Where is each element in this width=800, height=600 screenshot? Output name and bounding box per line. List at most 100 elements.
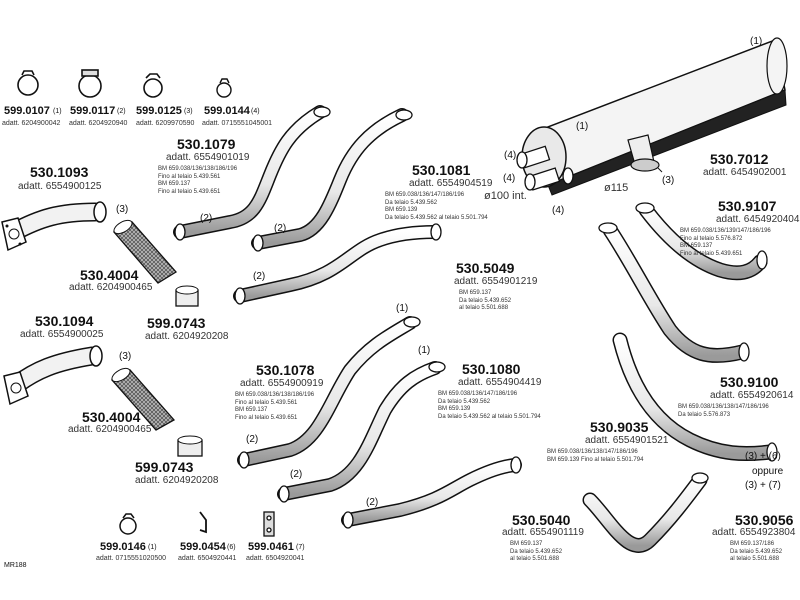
part-notes: BM 659.038/136/139/147/186/196 Fino al t… xyxy=(680,228,771,257)
part-adatt: adatt. 6204920208 xyxy=(135,475,219,486)
part-notes: BM 659.038/136/138/186/196 Fino al telai… xyxy=(158,166,238,195)
part-adatt: adatt. 6454902001 xyxy=(703,167,787,178)
part-code: 530.5040 xyxy=(512,512,571,528)
pipe-530-9107-upper xyxy=(638,202,768,281)
part-code: 530.4004 xyxy=(82,409,141,425)
part-adatt: adatt. 6204920208 xyxy=(145,331,229,342)
clamp-599-0146-icon xyxy=(119,513,137,535)
part-code: 599.0743 xyxy=(147,315,206,331)
clamp-small-icon xyxy=(216,78,232,98)
part-qty: (1) xyxy=(53,108,62,115)
part-adatt: adatt. 6554901019 xyxy=(166,152,250,163)
part-adatt: adatt. 6204920940 xyxy=(69,120,128,127)
diameter-label: ø115 xyxy=(604,182,629,194)
part-notes: BM 659.137/186 Da telaio 5.439.652 al te… xyxy=(730,541,783,562)
callout-qty: (4) xyxy=(503,173,516,184)
combo-note: oppure xyxy=(752,466,784,477)
pipe-530-1078 xyxy=(237,316,417,467)
part-qty: (2) xyxy=(117,108,126,115)
part-adatt: adatt. 0715551020500 xyxy=(96,555,167,562)
callout-qty: (2) xyxy=(246,434,259,445)
part-code: 530.1081 xyxy=(412,162,471,178)
muffler-530-7012 xyxy=(516,37,788,196)
part-code: 530.1078 xyxy=(256,362,315,378)
part-notes: BM 659.038/136/138/147/186/196 Da telaio… xyxy=(678,404,769,418)
flex-tube-530-4004-b xyxy=(110,367,176,431)
clamp-heavy-icon xyxy=(78,69,102,98)
pipe-530-5049 xyxy=(233,225,441,303)
clamp-bolt-icon xyxy=(143,73,163,98)
part-adatt: adatt. 6554901219 xyxy=(454,276,538,287)
part-qty: (3) xyxy=(184,108,193,115)
part-adatt: adatt. 6204900465 xyxy=(69,282,153,293)
callout-qty: (1) xyxy=(396,303,409,314)
part-adatt: adatt. 6554901119 xyxy=(502,527,584,538)
callout-qty: (3) xyxy=(116,204,129,215)
part-code: 599.0461 xyxy=(248,541,294,553)
sleeve-599-0743-a xyxy=(175,285,199,307)
diameter-label: ø100 int. xyxy=(484,190,527,202)
part-adatt: adatt. 6554920614 xyxy=(710,390,794,401)
part-code: 599.0125 xyxy=(136,105,182,117)
bracket-599-0461-icon xyxy=(263,511,275,537)
part-adatt: adatt. 6209970590 xyxy=(136,120,195,127)
part-code: 599.0107 xyxy=(4,105,50,117)
callout-qty: (2) xyxy=(290,469,303,480)
callout-qty: (3) xyxy=(119,351,132,362)
part-adatt: adatt. 6504920041 xyxy=(246,555,305,562)
part-adatt: adatt. 6504920441 xyxy=(178,555,237,562)
part-adatt: adatt. 6554900025 xyxy=(20,329,104,340)
flex-tube-530-4004-a xyxy=(112,219,177,284)
part-code: 530.4004 xyxy=(80,267,139,283)
part-adatt: adatt. 0715551045001 xyxy=(202,120,273,127)
part-adatt: adatt. 6554900125 xyxy=(18,181,102,192)
callout-qty: (4) xyxy=(552,205,565,216)
part-notes: BM 659.137 Da telaio 5.439.652 al telaio… xyxy=(510,541,563,562)
callout-qty: (2) xyxy=(200,213,213,224)
part-notes: BM 659.038/136/138/147/186/196 BM 659.13… xyxy=(547,449,644,463)
part-code: 599.0146 xyxy=(100,541,146,553)
clamp-icon xyxy=(17,70,39,96)
pipe-530-9100 xyxy=(612,332,778,462)
part-code: 530.9107 xyxy=(718,198,777,214)
pipe-530-9056 xyxy=(582,472,708,553)
pipe-530-1080 xyxy=(277,361,442,501)
pipe-530-5040 xyxy=(341,458,522,527)
sleeve-599-0743-b xyxy=(177,435,203,457)
part-code: 530.1079 xyxy=(177,136,236,152)
part-notes: BM 659.137 Da telaio 5.439.652 al telaio… xyxy=(459,290,512,311)
part-adatt: adatt. 6554900919 xyxy=(240,378,324,389)
callout-qty: (2) xyxy=(253,271,266,282)
part-qty: (4) xyxy=(251,108,260,115)
flange-pipe-530-1093 xyxy=(1,201,107,252)
part-code: 599.0743 xyxy=(135,459,194,475)
combo-note: (3) + (6) xyxy=(745,451,781,462)
combo-note: (3) + (7) xyxy=(745,480,781,491)
part-adatt: adatt. 6554904419 xyxy=(458,377,542,388)
part-notes: BM 659.038/136/147/186/196 Da telaio 5.4… xyxy=(385,192,488,221)
part-qty: (7) xyxy=(296,544,305,551)
part-adatt: adatt. 6204900042 xyxy=(2,120,61,127)
part-code: 530.7012 xyxy=(710,151,769,167)
pipe-530-1081 xyxy=(251,108,409,250)
sheet-reference: MR188 xyxy=(4,562,27,569)
part-code: 530.5049 xyxy=(456,260,515,276)
part-code: 530.9035 xyxy=(590,419,649,435)
callout-qty: (2) xyxy=(274,223,287,234)
part-qty: (6) xyxy=(227,544,236,551)
flange-pipe-530-1094 xyxy=(3,345,103,406)
pipe-530-1079 xyxy=(173,105,327,239)
part-adatt: adatt. 6554904519 xyxy=(409,178,493,189)
callout-qty: (1) xyxy=(576,121,589,132)
part-code: 530.9056 xyxy=(735,512,794,528)
part-adatt: adatt. 6554901521 xyxy=(585,435,669,446)
part-notes: BM 659.038/136/138/186/196 Fino al telai… xyxy=(235,392,315,421)
part-adatt: adatt. 6554923804 xyxy=(712,527,796,538)
callout-qty: (1) xyxy=(750,36,763,47)
callout-qty: (3) xyxy=(662,175,675,186)
part-adatt: adatt. 6204900465 xyxy=(68,424,152,435)
part-code: 530.1094 xyxy=(35,313,94,329)
part-adatt: adatt. 6454920404 xyxy=(716,214,800,225)
callout-qty: (1) xyxy=(418,345,431,356)
